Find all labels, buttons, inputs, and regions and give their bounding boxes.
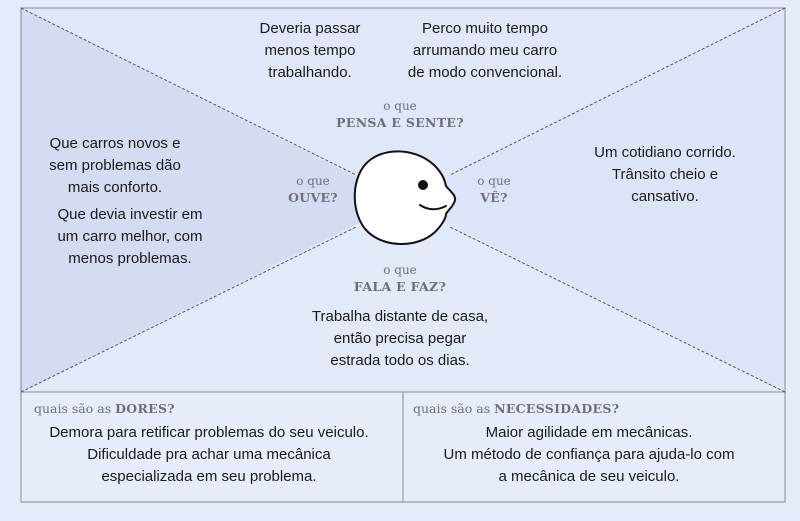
- thinks-label: o que PENSA E SENTE?: [330, 98, 470, 132]
- diagonal-top-left: [20, 7, 357, 176]
- needs-note-1: Maior agilidade em mecânicas. Um método …: [443, 424, 735, 485]
- says-does-note-1: Trabalha distante de casa, então precisa…: [311, 308, 489, 369]
- thinks-label-title: PENSA E SENTE?: [336, 115, 464, 130]
- says-does-quadrant: [21, 201, 785, 392]
- diagonal-bottom-left: [20, 226, 357, 393]
- hears-label: o que OUVE?: [280, 173, 346, 207]
- hears-label-title: OUVE?: [288, 190, 338, 205]
- sees-label-title: VÊ?: [480, 190, 508, 205]
- sees-label-prefix: o que: [477, 174, 511, 188]
- hears-note-1: Que carros novos e sem problemas dão mai…: [49, 135, 181, 196]
- thinks-label-prefix: o que: [383, 99, 417, 113]
- face-profile-icon: [353, 150, 457, 245]
- diagonal-bottom-right: [449, 226, 786, 393]
- pains-box: [21, 392, 403, 502]
- hears-label-prefix: o que: [296, 174, 330, 188]
- pains-note-1: Demora para retificar problemas do seu v…: [49, 424, 369, 485]
- diagonal-top-right: [449, 7, 786, 176]
- thinks-note-2: Perco muito tempo arrumando meu carro de…: [407, 20, 563, 81]
- sees-label: o que VÊ?: [466, 173, 522, 207]
- needs-label: quais são as NECESSIDADES?: [413, 401, 619, 416]
- pains-label: quais são as DORES?: [34, 401, 175, 416]
- needs-box: [403, 392, 785, 502]
- thinks-note-1: Deveria passar menos tempo trabalhando.: [259, 20, 361, 81]
- pains-label-title: DORES?: [115, 401, 175, 416]
- sees-note-1: Um cotidiano corrido. Trânsito cheio e c…: [594, 144, 736, 205]
- hears-note-2: Que devia investir em um carro melhor, c…: [57, 206, 203, 267]
- says-does-label-title: FALA E FAZ?: [353, 279, 447, 294]
- sees-quadrant: [403, 8, 785, 392]
- needs-label-title: NECESSIDADES?: [494, 401, 620, 416]
- needs-label-prefix: quais são as: [413, 401, 491, 416]
- pains-label-prefix: quais são as: [34, 401, 112, 416]
- says-does-label-prefix: o que: [383, 263, 417, 277]
- hears-quadrant: [21, 8, 403, 392]
- says-does-label: o que FALA E FAZ?: [330, 262, 470, 296]
- thinks-quadrant: [21, 8, 785, 201]
